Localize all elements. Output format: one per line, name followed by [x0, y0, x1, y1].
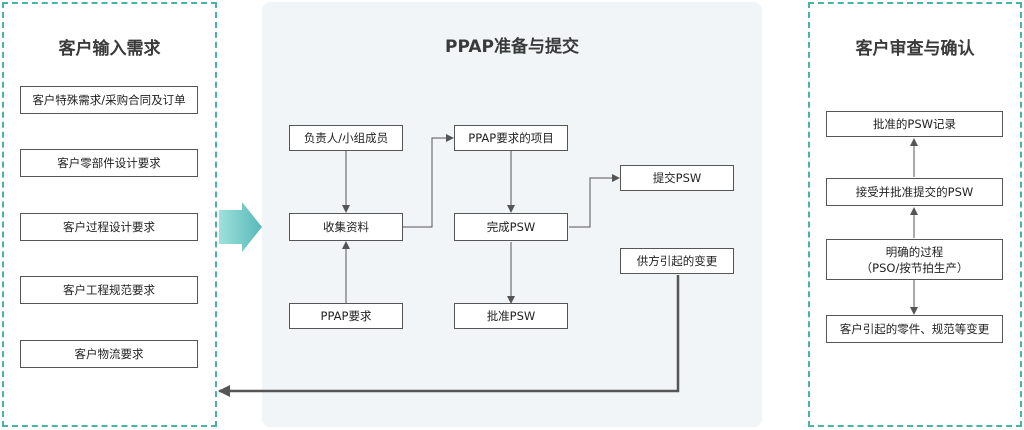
submit-psw-box: 提交PSW — [620, 165, 734, 191]
customer-review-panel: 客户审查与确认 — [808, 2, 1022, 427]
customer-change-box: 客户引起的零件、规范等变更 — [826, 315, 1003, 343]
customer-logistics-box: 客户物流要求 — [20, 340, 198, 368]
accept-approve-psw-label: 接受并批准提交的PSW — [855, 185, 974, 199]
supplier-change-label: 供方引起的变更 — [636, 254, 718, 268]
ppap-items-box: PPAP要求的项目 — [454, 125, 568, 151]
complete-psw-label: 完成PSW — [486, 220, 536, 234]
approve-psw-label: 批准PSW — [486, 309, 536, 323]
customer-input-panel: 客户输入需求 — [2, 2, 217, 427]
complete-psw-box: 完成PSW — [454, 213, 568, 241]
customer-engineering-spec-box: 客户工程规范要求 — [20, 276, 198, 304]
customer-change-label: 客户引起的零件、规范等变更 — [839, 322, 990, 336]
customer-special-requirement-label: 客户特殊需求/采购合同及订单 — [32, 93, 186, 107]
customer-part-design-label: 客户零部件设计要求 — [57, 156, 161, 170]
customer-logistics-label: 客户物流要求 — [74, 347, 144, 361]
complete-to-submit-line — [569, 174, 620, 228]
owner-team-label: 负责人/小组成员 — [303, 131, 389, 145]
approved-psw-record-box: 批准的PSW记录 — [826, 111, 1003, 137]
accept-approve-psw-box: 接受并批准提交的PSW — [826, 178, 1003, 206]
customer-review-title: 客户审查与确认 — [855, 39, 975, 59]
flow-chevron — [219, 202, 262, 252]
customer-process-design-box: 客户过程设计要求 — [20, 213, 198, 241]
customer-process-design-label: 客户过程设计要求 — [63, 220, 155, 234]
collect-data-box: 收集资料 — [289, 213, 403, 241]
defined-process-line1: 明确的过程 — [885, 244, 944, 259]
owner-team-box: 负责人/小组成员 — [289, 125, 403, 151]
supplier-change-box: 供方引起的变更 — [620, 248, 734, 274]
ppap-items-label: PPAP要求的项目 — [468, 131, 554, 145]
collect-data-label: 收集资料 — [323, 220, 369, 234]
supplier-change-feedback-line — [218, 275, 680, 397]
collect-to-items-line — [402, 134, 454, 228]
ppap-requirement-label: PPAP要求 — [320, 309, 372, 323]
defined-process-line2: （PSO/按节拍生产） — [860, 260, 969, 275]
ppap-prep-title: PPAP准备与提交 — [445, 37, 579, 57]
customer-part-design-box: 客户零部件设计要求 — [20, 149, 198, 177]
defined-process-box: 明确的过程 （PSO/按节拍生产） — [826, 239, 1003, 280]
submit-psw-label: 提交PSW — [652, 171, 702, 185]
customer-input-title: 客户输入需求 — [58, 39, 161, 59]
approved-psw-record-label: 批准的PSW记录 — [872, 117, 957, 131]
approve-psw-box: 批准PSW — [454, 303, 568, 329]
ppap-requirement-box: PPAP要求 — [289, 303, 403, 329]
customer-engineering-spec-label: 客户工程规范要求 — [63, 283, 155, 297]
customer-special-requirement-box: 客户特殊需求/采购合同及订单 — [20, 86, 198, 114]
